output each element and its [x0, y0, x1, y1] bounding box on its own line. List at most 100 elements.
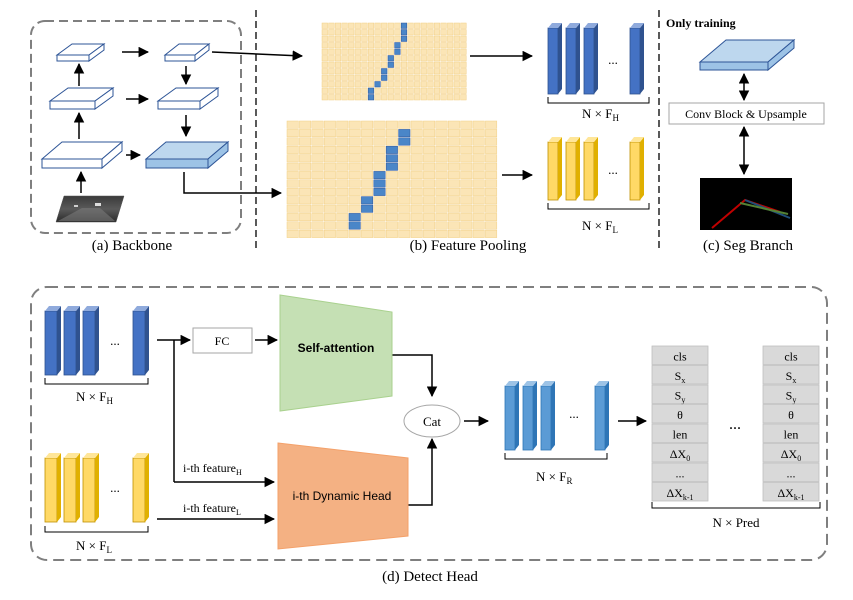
grid-cell [334, 68, 342, 75]
grid-cell [361, 94, 368, 101]
brace-fh-detect [44, 378, 149, 385]
grid-cell [311, 120, 324, 129]
pred-cell-label: ... [676, 467, 685, 481]
bar-yellow [132, 453, 149, 523]
grid-cell [485, 187, 498, 196]
grid-cell [394, 94, 401, 101]
grid-cell [348, 29, 355, 36]
grid-cell [447, 145, 460, 154]
grid-cell [373, 162, 386, 171]
grid-cell [414, 94, 421, 101]
grid-cell [414, 42, 421, 49]
grid-cell [299, 145, 312, 154]
section-label-detect-head: (d) Detect Head [382, 569, 478, 585]
grid-cell [460, 179, 473, 188]
grid-cell [485, 171, 498, 180]
label-n-fl-detect: N × FL [76, 538, 112, 555]
grid-cell [407, 48, 414, 55]
grid-cell [435, 162, 448, 171]
grid-cell [367, 35, 375, 42]
ellipsis: ... [569, 406, 579, 421]
grid-cell [367, 81, 375, 88]
backbone-plates [40, 42, 230, 170]
grid-cell [373, 204, 386, 213]
grid-cell [348, 55, 355, 62]
grid-cell [427, 42, 434, 49]
grid-cell [354, 94, 361, 101]
grid-cell [410, 162, 423, 171]
grid-cell [400, 48, 408, 55]
grid-cell [354, 35, 361, 42]
grid-cell [410, 145, 423, 154]
grid-cell [381, 42, 388, 49]
grid-cell [321, 74, 328, 81]
grid-cell [341, 81, 348, 88]
grid-cell [447, 171, 460, 180]
grid-cell [485, 145, 498, 154]
grid-cell [387, 87, 394, 94]
bar-blue [132, 306, 149, 376]
grid-cell [348, 162, 361, 171]
grid-cell [321, 22, 328, 29]
grid-cell [348, 48, 355, 55]
grid-cell [286, 221, 299, 230]
grid-cell-highlight [348, 221, 361, 230]
plate-left-top [55, 43, 106, 62]
grid-cell [414, 22, 421, 29]
grid-cell [336, 162, 349, 171]
grid-cell [373, 213, 386, 222]
grid-cell [361, 29, 368, 36]
grid-cell [336, 179, 349, 188]
grid-cell [336, 229, 349, 238]
grid-cell [385, 129, 398, 138]
grid-cell [299, 171, 312, 180]
grid-cell [423, 204, 436, 213]
grid-cell [323, 137, 336, 146]
grid-cell [361, 137, 374, 146]
bars-fl-detect: ... N × FL [44, 453, 149, 555]
grid-cell [460, 42, 467, 49]
pred-cell-label: Sy [786, 389, 797, 405]
bars-fh-pooling: ... N × FH [547, 23, 650, 123]
grid-cell [381, 22, 388, 29]
grid-cell [311, 187, 324, 196]
grid-cell [334, 74, 342, 81]
grid-cell [354, 42, 361, 49]
grid-cell [328, 87, 335, 94]
pred-cell [651, 482, 709, 502]
grid-cell [299, 213, 312, 222]
grid-cell [361, 162, 374, 171]
brace-pred [651, 502, 821, 509]
grid-cell-highlight [400, 22, 408, 29]
grid-cell [447, 74, 454, 81]
grid-cell [373, 221, 386, 230]
grid-cell-highlight [381, 68, 388, 75]
pred-cell-label: cls [784, 350, 798, 364]
grid-cell [414, 68, 421, 75]
plate-right-top [163, 42, 211, 63]
pred-cell [762, 384, 820, 404]
grid-cell [453, 74, 460, 81]
grid-cell-highlight [394, 48, 401, 55]
grid-cell [420, 55, 427, 62]
grid-cell [321, 81, 328, 88]
grid-cell [341, 22, 348, 29]
grid-cell [381, 48, 388, 55]
grid-cell [485, 229, 498, 238]
grid-cell [435, 221, 448, 230]
plate-right-bottom-highlight [144, 140, 230, 170]
grid-cell [440, 55, 447, 62]
grid-cell [423, 129, 436, 138]
grid-cell [423, 187, 436, 196]
grid-cell [334, 81, 342, 88]
grid-cell [407, 87, 414, 94]
grid-cell [414, 55, 421, 62]
grid-cell [361, 171, 374, 180]
grid-cell [447, 94, 454, 101]
grid-cell [361, 154, 374, 163]
grid-cell [323, 196, 336, 205]
grid-cell [440, 48, 447, 55]
bars-fh-detect: ... N × FH [44, 306, 149, 406]
grid-cell [348, 129, 361, 138]
bar-blue [583, 23, 598, 95]
